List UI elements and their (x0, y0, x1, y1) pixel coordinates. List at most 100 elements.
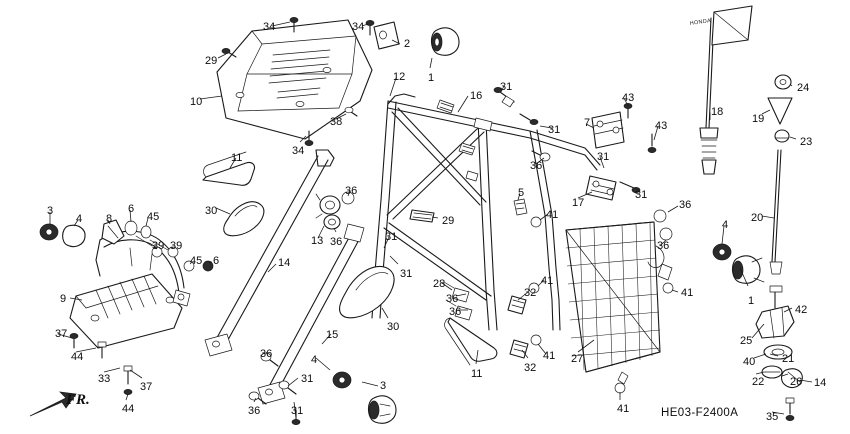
left-hardware-cluster (39, 219, 214, 272)
latch-17 (585, 175, 641, 201)
callout-number: 13 (311, 235, 324, 247)
bolts-31-top (493, 87, 551, 162)
callout-number: 8 (106, 213, 113, 225)
handle-part-30-lower (338, 265, 395, 319)
callout-number: 7 (584, 117, 591, 129)
callout-number: 40 (743, 356, 756, 368)
callout-number: 31 (291, 405, 304, 417)
side-rails-14-15 (204, 149, 365, 405)
brackets-part-32 (507, 295, 529, 359)
callout-number: 34 (352, 21, 365, 33)
callout-number: 43 (655, 120, 668, 132)
roller-part-11-upper (202, 151, 256, 186)
callout-number: 41 (681, 287, 694, 299)
callout-number: 36 (449, 306, 462, 318)
callout-number: 24 (797, 82, 810, 94)
callout-number: 3 (380, 380, 387, 392)
callout-number: 36 (446, 293, 459, 305)
hood-fasteners (221, 17, 375, 146)
callout-number: 1 (428, 72, 435, 84)
roller-part-11-lower (444, 317, 498, 366)
callout-number: 25 (740, 335, 753, 347)
callout-number: 28 (433, 278, 446, 290)
callout-number: 32 (524, 362, 537, 374)
callout-number: 36 (248, 405, 261, 417)
antenna-base-assembly (712, 243, 803, 421)
callout-number: 37 (55, 328, 68, 340)
callout-number: 38 (330, 116, 343, 128)
callout-number: 32 (524, 287, 537, 299)
callout-number: 26 (790, 376, 803, 388)
callout-number: 31 (400, 268, 413, 280)
grommet-part-1-top (430, 27, 460, 56)
callout-number: 27 (571, 353, 584, 365)
bracket-7-43 (591, 103, 673, 241)
callout-number: 36 (345, 185, 358, 197)
callout-number: 45 (147, 211, 160, 223)
callout-number: 31 (301, 373, 314, 385)
callout-leader-lines (49, 21, 813, 419)
callout-number: 22 (752, 376, 765, 388)
callout-number: 16 (470, 90, 483, 102)
joint-13-36 (315, 191, 355, 230)
callout-number: 31 (597, 151, 610, 163)
figure-code: HE03-F2400A (661, 407, 739, 419)
bolts-lower-left (248, 352, 397, 425)
callout-number: 42 (795, 304, 808, 316)
callout-number: 45 (190, 255, 203, 267)
callout-number: 36 (679, 199, 692, 211)
hook-part-30-upper (223, 201, 265, 237)
callout-number: 21 (782, 353, 795, 365)
callout-number: 3 (47, 205, 54, 217)
callout-number: 36 (530, 160, 543, 172)
callout-number: 31 (385, 231, 398, 243)
callout-number: 36 (657, 240, 670, 252)
lower-left-fasteners (69, 333, 133, 395)
callout-number: 41 (617, 403, 630, 415)
callout-number: 43 (622, 92, 635, 104)
callout-number: 41 (541, 275, 554, 287)
bracket-part-2 (373, 21, 400, 50)
callout-number: 19 (752, 113, 765, 125)
callout-number: 4 (311, 354, 318, 366)
callout-number: 39 (170, 240, 183, 252)
callout-number: 4 (722, 219, 729, 231)
callout-number: 6 (213, 255, 220, 267)
callout-number: 34 (263, 21, 276, 33)
engine-hood-cover (216, 19, 373, 140)
callout-number: 41 (543, 350, 556, 362)
callout-number: 30 (205, 205, 218, 217)
clips-5-41 (513, 198, 674, 394)
callout-number: 35 (766, 411, 779, 423)
callout-number: 6 (128, 203, 135, 215)
callout-number: 4 (76, 213, 83, 225)
front-label: FR. (66, 392, 90, 408)
callout-number: 14 (278, 257, 291, 269)
callout-number: 17 (572, 197, 585, 209)
roll-cage-frame (371, 93, 601, 331)
callout-number: 36 (330, 236, 343, 248)
callout-number: 44 (122, 403, 135, 415)
callout-number: 37 (140, 381, 153, 393)
callout-number: 11 (231, 152, 243, 164)
flag-antenna-assembly: HONDA (689, 5, 793, 275)
callout-number: 10 (190, 96, 203, 108)
callout-number: 1 (748, 295, 755, 307)
callout-number: 34 (292, 145, 305, 157)
callout-number: 29 (442, 215, 455, 227)
callout-number: 9 (60, 293, 67, 305)
callout-number: 29 (205, 55, 218, 67)
callout-number: 18 (711, 106, 724, 118)
callout-number: 36 (260, 348, 273, 360)
callout-number: 31 (548, 124, 561, 136)
callout-number: 20 (751, 212, 764, 224)
svg-text:HONDA: HONDA (689, 18, 711, 27)
callout-number: 11 (471, 368, 483, 380)
callout-number: 41 (546, 209, 559, 221)
callout-number: 39 (152, 240, 165, 252)
callout-number: 31 (635, 189, 648, 201)
callout-number: 2 (404, 38, 411, 50)
callout-number: 23 (800, 136, 813, 148)
